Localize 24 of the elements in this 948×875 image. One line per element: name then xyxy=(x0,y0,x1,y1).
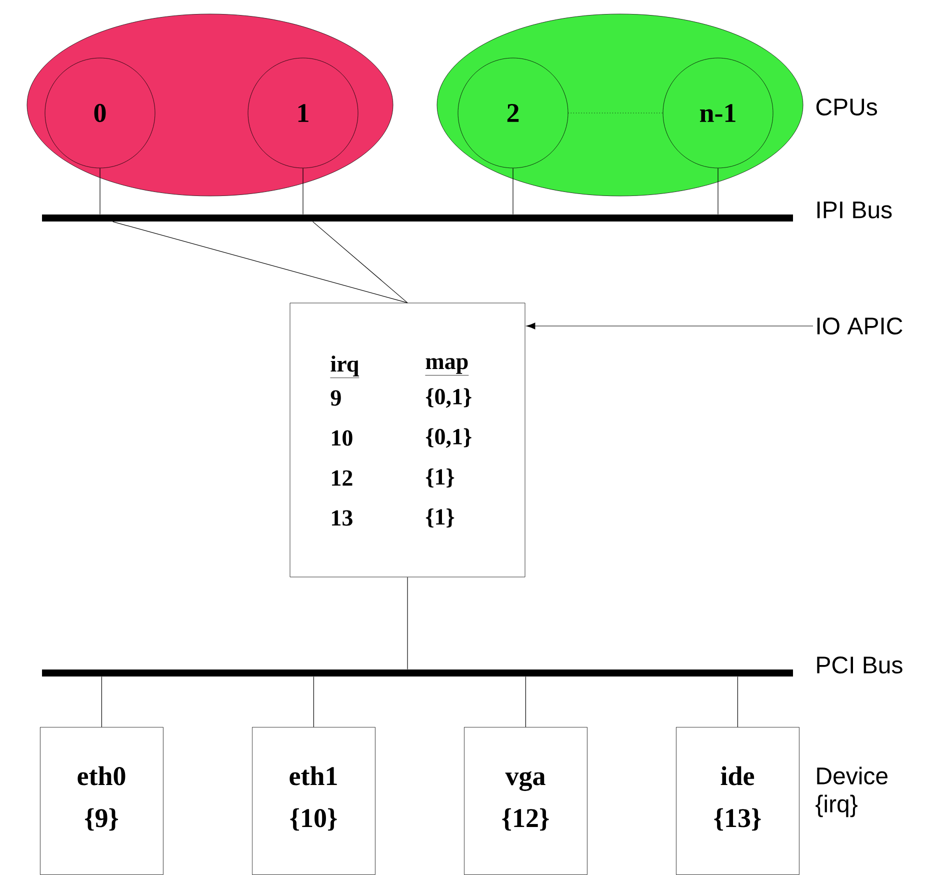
cpu-group-ellipse xyxy=(26,14,394,196)
bus-line xyxy=(101,676,102,728)
connection-line xyxy=(112,221,408,304)
cpu-group-ellipse xyxy=(436,14,804,196)
bus-line xyxy=(525,676,526,728)
arrow xyxy=(526,322,814,330)
bus-bar xyxy=(42,214,793,222)
bus-line xyxy=(737,676,738,728)
connection-line xyxy=(312,221,408,304)
device-box: ide {13} xyxy=(676,727,800,875)
bus-label: IPI Bus xyxy=(817,202,892,218)
bus-bar xyxy=(42,670,793,676)
bus-line xyxy=(313,676,314,728)
device-box: eth1 {10} xyxy=(252,727,376,875)
bus-line xyxy=(302,168,304,215)
apic-label: IO APIC xyxy=(817,318,902,334)
device-box: vga {12} xyxy=(464,727,588,875)
io-apic-table-box: irq map 9 {0,1} 10 {0,1} 12 {1} 13 {1} xyxy=(290,302,526,578)
bus-line xyxy=(512,168,514,215)
side-label: CPUs xyxy=(816,98,877,116)
bus-label: PCI Bus xyxy=(817,656,902,674)
bus-line xyxy=(407,576,408,670)
dotted-line xyxy=(568,112,664,114)
device-box: eth0 {9} xyxy=(40,727,164,875)
